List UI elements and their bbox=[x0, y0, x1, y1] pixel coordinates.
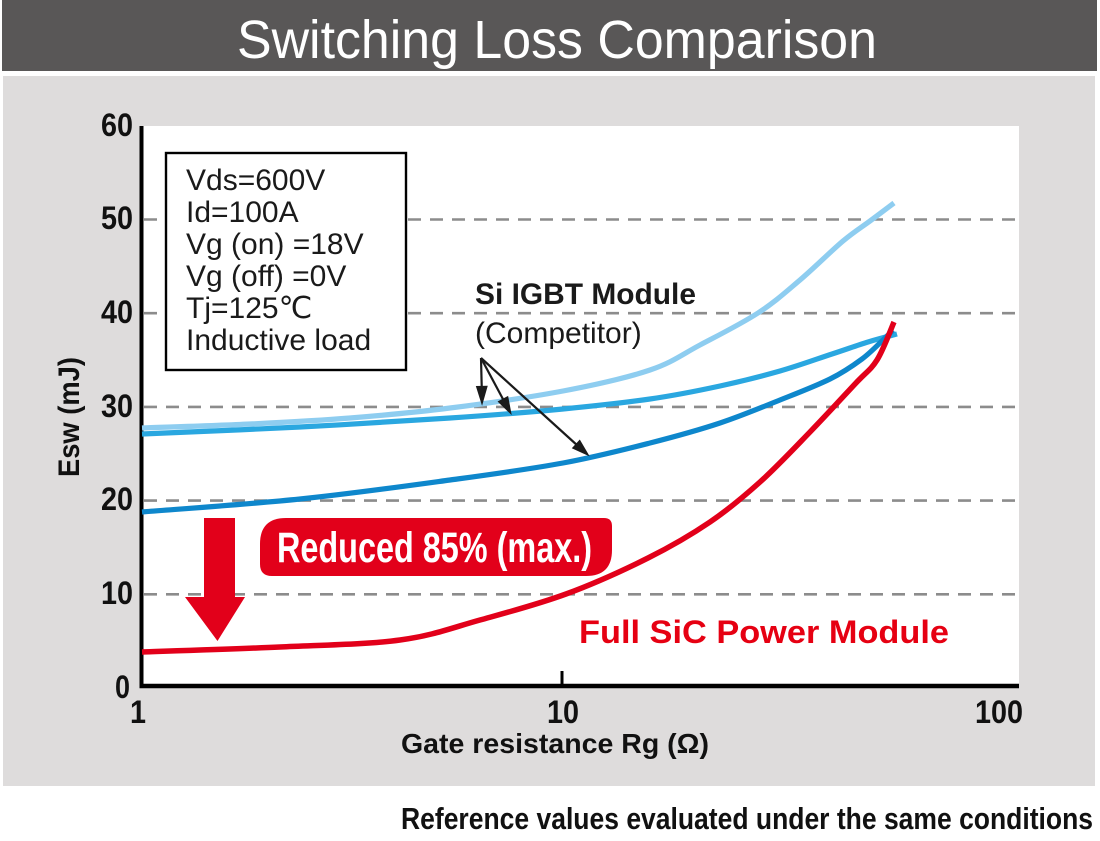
svg-text:100: 100 bbox=[975, 694, 1023, 730]
svg-text:0: 0 bbox=[115, 669, 130, 705]
svg-text:Id=100A: Id=100A bbox=[186, 196, 299, 229]
svg-text:30: 30 bbox=[101, 388, 133, 424]
svg-text:60: 60 bbox=[101, 107, 133, 143]
svg-text:Switching Loss Comparison: Switching Loss Comparison bbox=[237, 10, 877, 70]
svg-text:Si IGBT Module: Si IGBT Module bbox=[475, 278, 696, 311]
svg-text:Vg (on) =18V: Vg (on) =18V bbox=[186, 228, 364, 261]
svg-text:20: 20 bbox=[101, 481, 133, 517]
svg-text:Vg (off) =0V: Vg (off) =0V bbox=[186, 260, 346, 293]
svg-text:1: 1 bbox=[130, 694, 146, 730]
svg-text:50: 50 bbox=[101, 200, 133, 236]
svg-text:Reference values evaluated und: Reference values evaluated under the sam… bbox=[401, 801, 1093, 836]
svg-text:Reduced 85% (max.): Reduced 85% (max.) bbox=[277, 524, 592, 572]
svg-text:Gate resistance Rg (Ω): Gate resistance Rg (Ω) bbox=[401, 728, 709, 759]
svg-text:40: 40 bbox=[101, 294, 133, 330]
svg-text:(Competitor): (Competitor) bbox=[475, 317, 642, 350]
svg-text:Tj=125℃: Tj=125℃ bbox=[186, 292, 312, 325]
svg-text:10: 10 bbox=[101, 575, 133, 611]
svg-text:Inductive load: Inductive load bbox=[186, 324, 371, 357]
svg-text:Vds=600V: Vds=600V bbox=[186, 164, 325, 197]
svg-text:Esw (mJ): Esw (mJ) bbox=[53, 357, 86, 477]
svg-text:Full SiC Power Module: Full SiC Power Module bbox=[579, 614, 949, 650]
svg-text:10: 10 bbox=[547, 694, 579, 730]
